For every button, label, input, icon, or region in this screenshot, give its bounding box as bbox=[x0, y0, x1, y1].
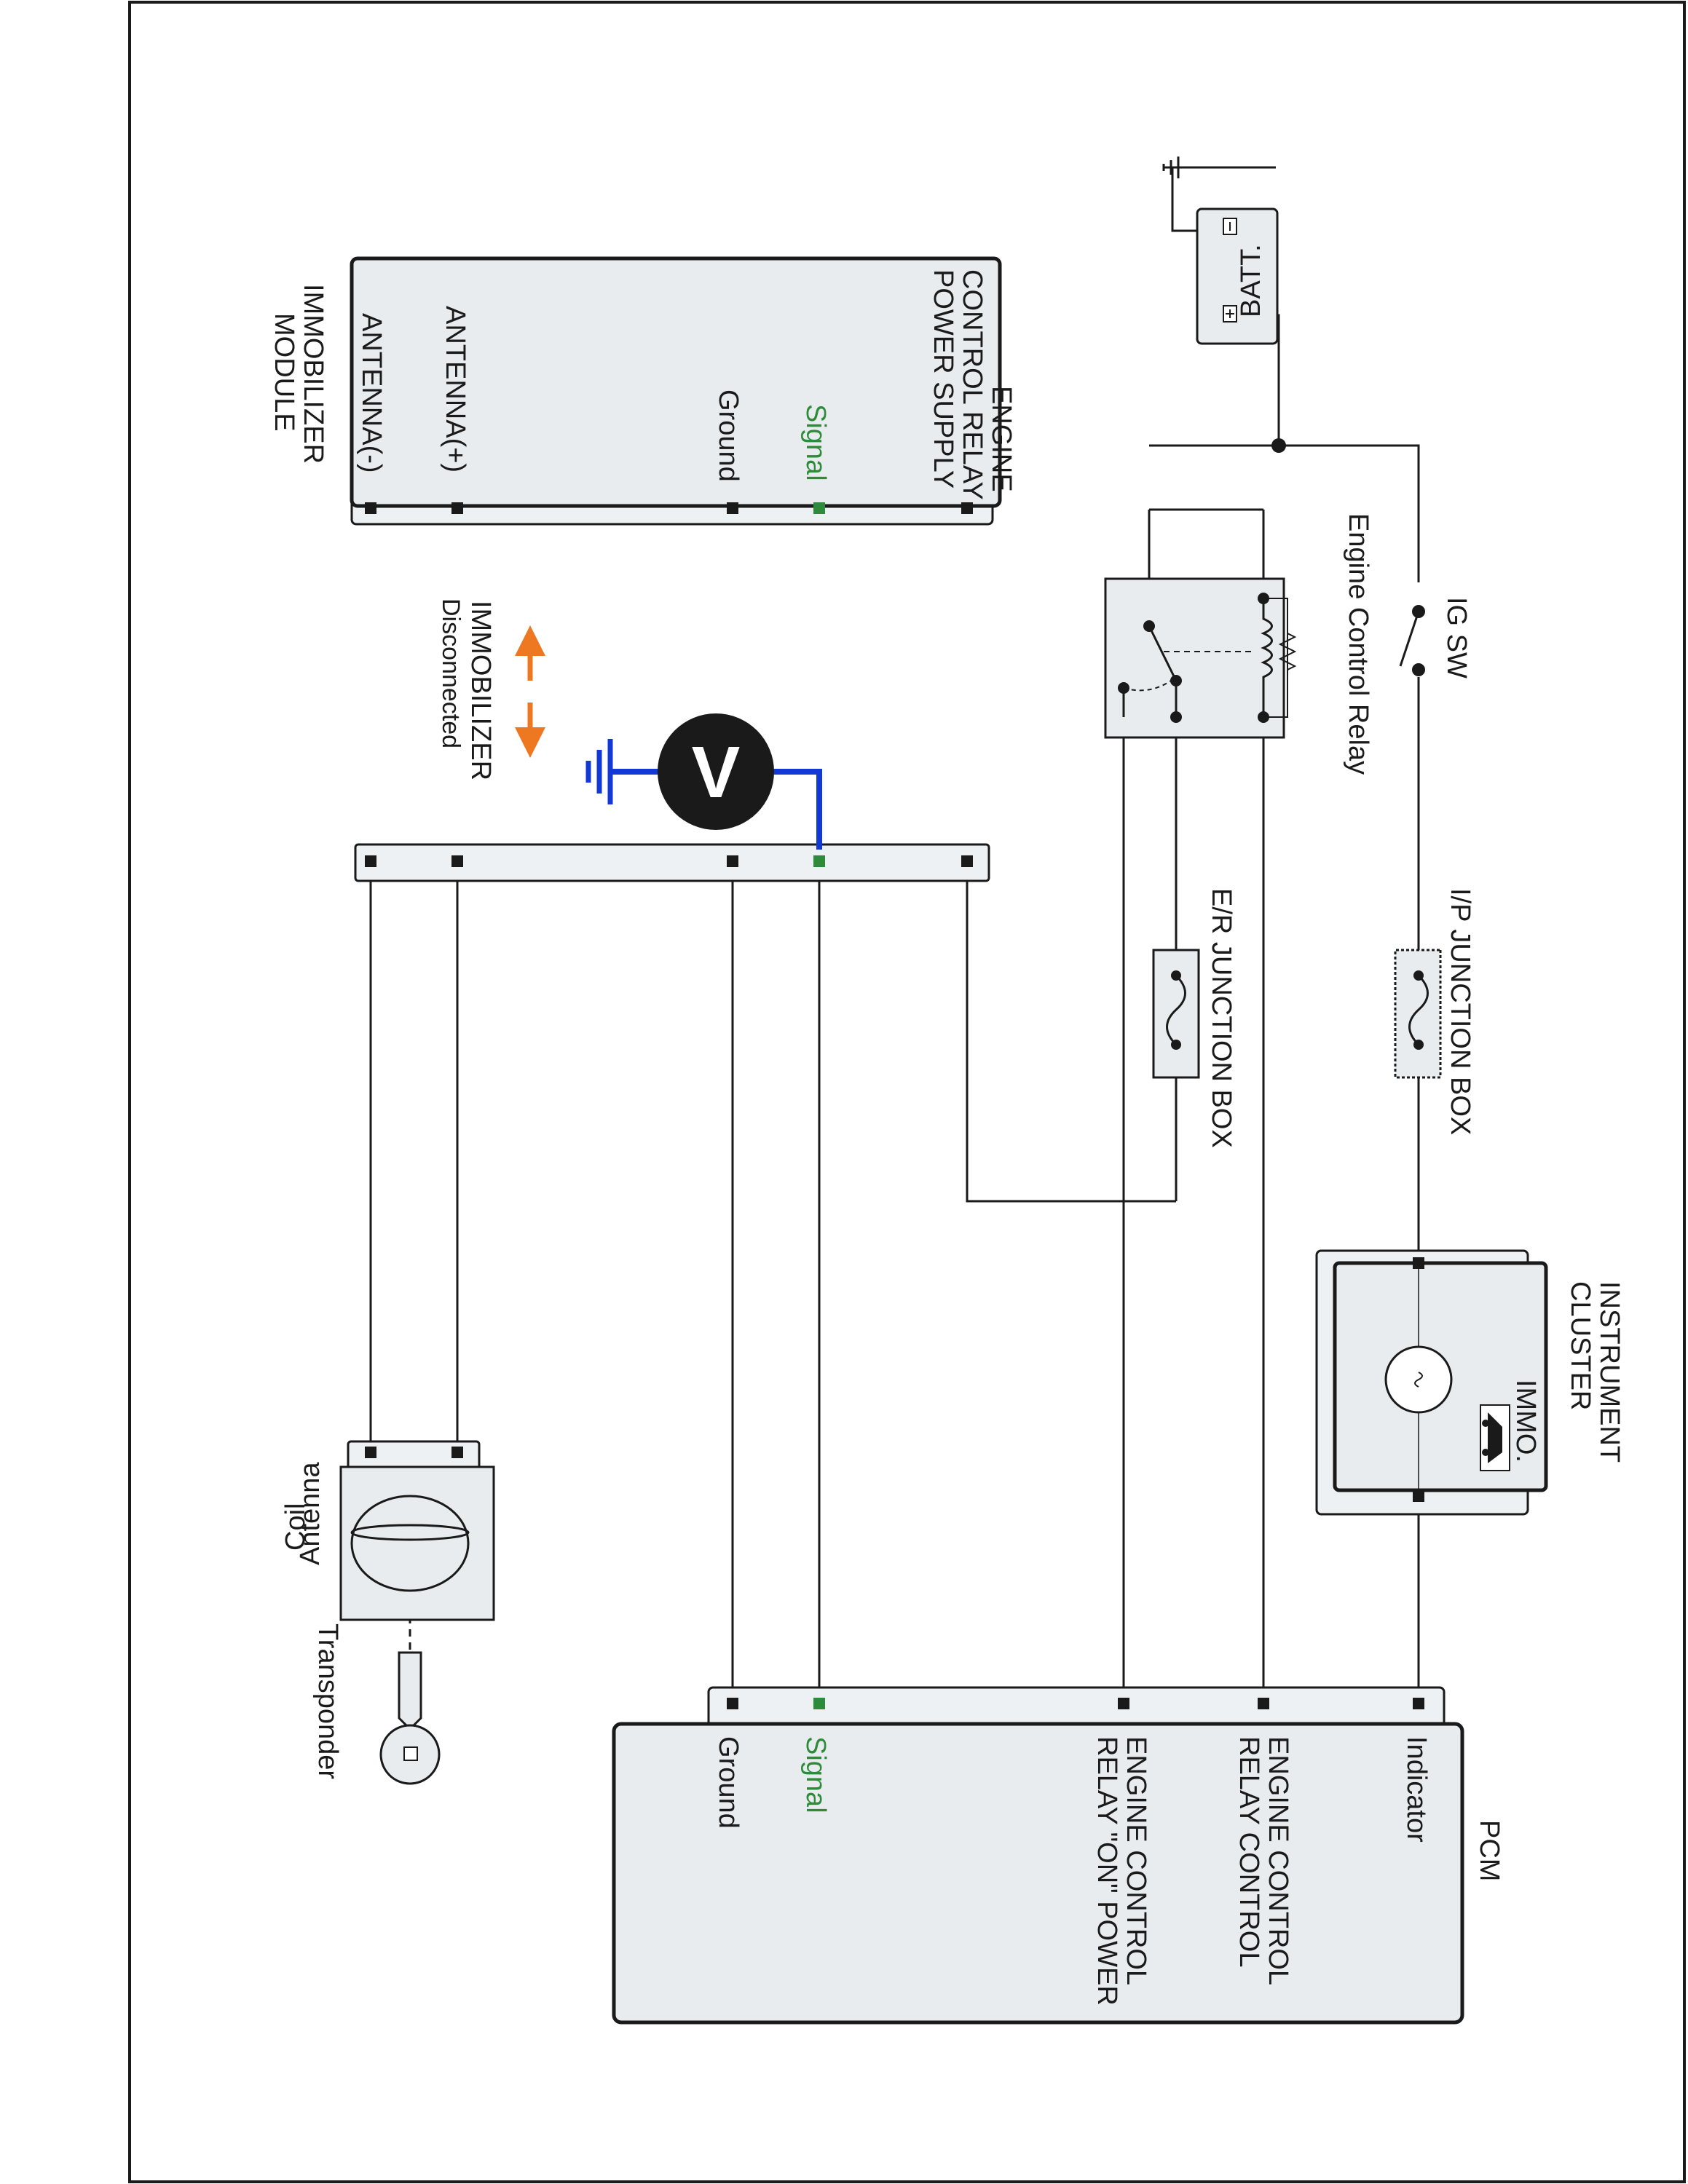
pcm-indicator-pin: Indicator bbox=[1401, 1736, 1432, 1843]
transponder-label: Transponder bbox=[312, 1623, 343, 1779]
transponder: Transponder bbox=[312, 1623, 441, 1785]
pcm-ecr-on-line1: ENGINE CONTROL bbox=[1121, 1736, 1151, 1985]
module-ground-pin: Ground bbox=[713, 389, 744, 482]
key-icon bbox=[379, 1651, 441, 1785]
cluster-immo-label: IMMO. bbox=[1510, 1380, 1541, 1463]
node-to-relay-wire bbox=[1149, 444, 1420, 524]
pcm-title: PCM bbox=[1474, 1820, 1504, 1881]
disconnect-note-line1: IMMOBILIZER bbox=[465, 601, 496, 780]
antenna-coil: Antenna Coil bbox=[280, 1440, 495, 1621]
voltmeter: V bbox=[585, 713, 822, 850]
coil-icon bbox=[350, 1495, 470, 1592]
er-junction-box: E/R JUNCTION BOX bbox=[1152, 888, 1237, 1148]
probe-ground-icon bbox=[585, 739, 613, 804]
voltmeter-symbol: V bbox=[692, 732, 741, 813]
pcm-ecr-on-line2: RELAY "ON" POWER bbox=[1092, 1736, 1122, 2006]
relay-label: Engine Control Relay bbox=[1343, 513, 1373, 775]
battery-node bbox=[1271, 438, 1286, 453]
module-antenna-plus-pin: ANTENNA(+) bbox=[440, 306, 470, 472]
module-ecr-pin-line1: ENGINE bbox=[986, 386, 1017, 492]
module-antenna-minus-pin: ANTENNA(-) bbox=[356, 313, 387, 473]
disconnect-note-line2: Disconnected bbox=[437, 598, 465, 748]
cluster-label-line1: INSTRUMENT bbox=[1594, 1281, 1625, 1463]
immobilizer-car-icon bbox=[1480, 1404, 1510, 1471]
pcm-signal-pin: Signal bbox=[800, 1736, 831, 1813]
er-junction-box-label: E/R JUNCTION BOX bbox=[1206, 888, 1237, 1148]
module-title-line1: IMMOBILIZER bbox=[298, 284, 328, 464]
ip-junction-box: I/P JUNCTION BOX bbox=[1394, 888, 1475, 1135]
antenna-coil-line1: Antenna bbox=[295, 1462, 326, 1565]
ip-junction-box-label: I/P JUNCTION BOX bbox=[1445, 888, 1475, 1135]
engine-control-relay: Engine Control Relay bbox=[1104, 513, 1373, 775]
page-frame bbox=[128, 1, 1686, 2183]
battery-label: BATT. bbox=[1236, 244, 1266, 317]
cluster-label-line2: CLUSTER bbox=[1565, 1281, 1596, 1410]
antenna-coil-line2: Coil bbox=[280, 1503, 311, 1551]
instrument-cluster: INSTRUMENT CLUSTER IMMO. bbox=[1315, 1249, 1625, 1516]
igsw-label: IG SW bbox=[1441, 597, 1472, 678]
battery-ground-wire bbox=[1171, 166, 1276, 232]
disconnect-note: IMMOBILIZER Disconnected bbox=[437, 598, 545, 780]
ig-switch: IG SW bbox=[1399, 582, 1472, 678]
er-box-to-module-wire bbox=[966, 861, 1176, 1203]
pcm-ground-pin: Ground bbox=[713, 1736, 744, 1829]
battery: BATT. bbox=[1162, 157, 1279, 345]
pcm: PCM Indicator ENGINE CONTROL RELAY CONTR… bbox=[612, 1686, 1504, 2025]
pcm-ecr-control-line1: ENGINE CONTROL bbox=[1263, 1736, 1293, 1985]
immobilizer-module: ENGINE CONTROL RELAY POWER SUPPLY Signal… bbox=[269, 256, 1017, 526]
module-ecr-pin-line3: POWER SUPPLY bbox=[928, 269, 958, 488]
harness-connector bbox=[354, 843, 990, 882]
rotated-diagram: BATT. IG SW Engine Control Relay bbox=[269, 157, 1625, 2025]
module-signal-pin: Signal bbox=[800, 404, 831, 481]
ground-icon bbox=[1162, 157, 1180, 178]
module-title-line2: MODULE bbox=[269, 313, 299, 432]
module-ecr-pin-line2: CONTROL RELAY bbox=[957, 269, 987, 500]
pcm-ecr-control-line2: RELAY CONTROL bbox=[1234, 1736, 1264, 1967]
